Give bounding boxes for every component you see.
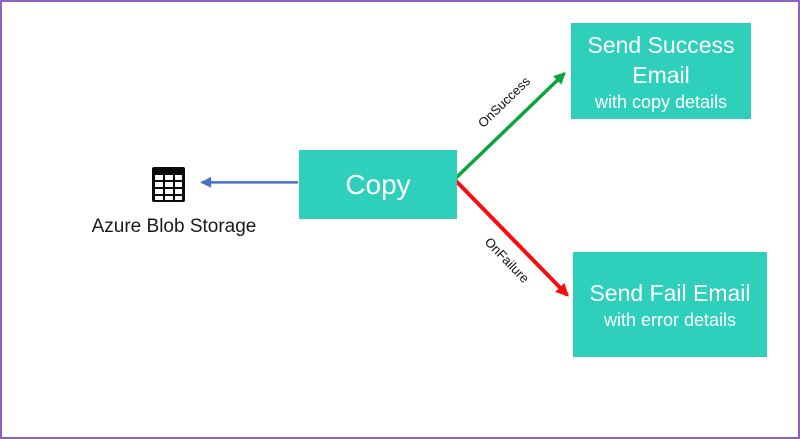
send-fail-email-node[interactable]: Send Fail Email with error details xyxy=(573,252,767,357)
success-node-subtitle: with copy details xyxy=(594,92,728,112)
success-node-title-line2: Email xyxy=(632,62,690,88)
fail-node-title: Send Fail Email xyxy=(589,279,751,306)
dataset-label: Azure Blob Storage xyxy=(91,216,257,237)
fail-node-subtitle: with error details xyxy=(603,309,737,330)
onfailure-arrow xyxy=(454,178,569,297)
onsuccess-edge-label: OnSuccess xyxy=(474,73,534,131)
success-node-title-line1: Send Success xyxy=(587,32,735,58)
onfailure-edge-label: OnFailure xyxy=(481,234,533,286)
copy-activity-node[interactable]: Copy xyxy=(299,150,457,219)
send-success-email-node[interactable]: Send Success Email with copy details xyxy=(571,23,751,119)
copy-activity-label: Copy xyxy=(345,168,411,200)
table-icon[interactable] xyxy=(152,166,185,202)
